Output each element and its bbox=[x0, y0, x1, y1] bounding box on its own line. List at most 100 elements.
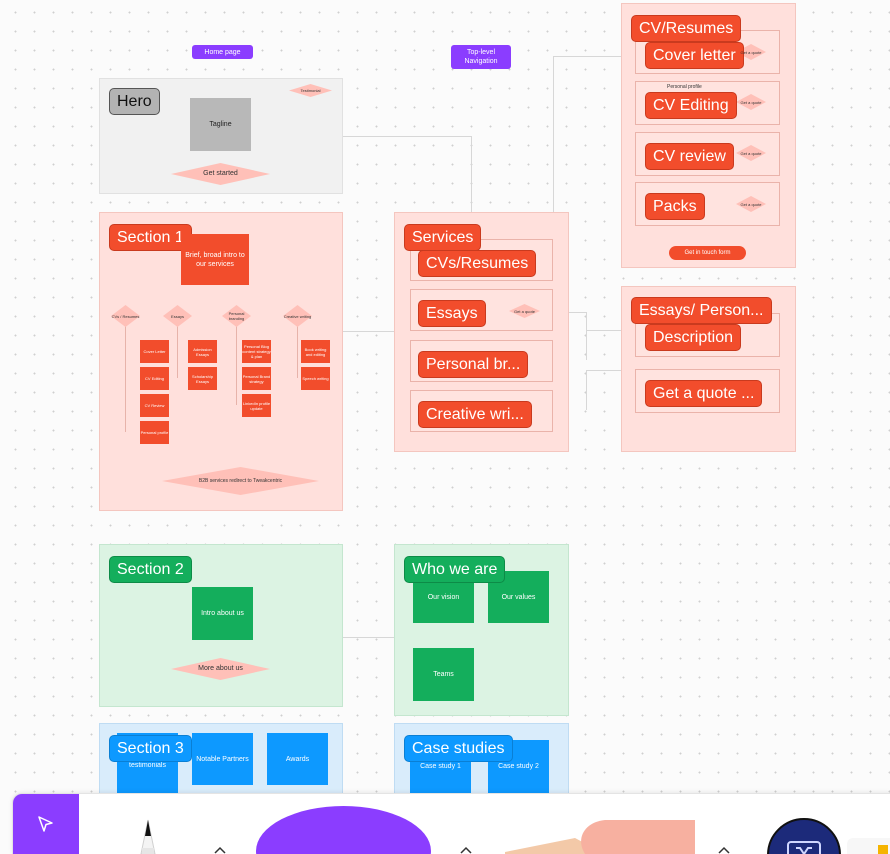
our-vision-text: Our vision bbox=[427, 593, 460, 601]
linkedin-profile-sticky[interactable]: LinkedIn profile update bbox=[242, 394, 271, 417]
services-item-creative[interactable]: Creative wri... bbox=[418, 401, 532, 428]
who-we-are-label[interactable]: Who we are bbox=[404, 556, 506, 583]
bottom-toolbar[interactable] bbox=[12, 793, 890, 854]
shape-chevron-icon[interactable] bbox=[459, 842, 473, 854]
tree-line bbox=[297, 325, 298, 378]
sticky-note-tool-button[interactable] bbox=[505, 818, 697, 854]
linkedin-profile-text: LinkedIn profile update bbox=[242, 400, 271, 411]
tree-line bbox=[236, 325, 237, 405]
cv-item-cover-letter[interactable]: Cover letter bbox=[645, 42, 744, 69]
personal-branding-diamond-text: Personal branding bbox=[228, 311, 245, 321]
notable-partners-sticky[interactable]: Notable Partners bbox=[192, 733, 253, 785]
testimonial-diamond-text: Testimonial bbox=[300, 88, 321, 93]
essays-quote-diamond[interactable]: Get a quote bbox=[509, 304, 540, 318]
awards-sticky[interactable]: Awards bbox=[267, 733, 328, 785]
section-1-label[interactable]: Section 1 bbox=[109, 224, 192, 251]
get-in-touch-form-button[interactable]: Get in touch form bbox=[669, 246, 746, 260]
pen-icon bbox=[140, 819, 156, 854]
tree-line bbox=[177, 325, 178, 378]
move-tool-button[interactable] bbox=[13, 794, 79, 854]
home-page-label: Home page bbox=[204, 48, 241, 56]
section-3-label[interactable]: Section 3 bbox=[109, 735, 192, 762]
pen-tool-button[interactable] bbox=[123, 814, 173, 854]
personal-blog-sticky[interactable]: Personal Blog content strategy & plan bbox=[242, 340, 271, 363]
personal-brand-strategy-text: Personal Brand strategy bbox=[242, 373, 271, 384]
widget-tool-button[interactable] bbox=[767, 818, 841, 854]
scholarship-essays-sticky[interactable]: Scholarship Essays bbox=[188, 367, 217, 390]
connector-line bbox=[553, 56, 621, 57]
essays-item-description[interactable]: Description bbox=[645, 324, 742, 351]
cover-letter-quote-diamond[interactable]: Get a quote bbox=[736, 44, 766, 60]
section-1-intro-sticky[interactable]: Brief, broad intro to our services bbox=[181, 234, 249, 285]
cv-editing-quote-diamond[interactable]: Get a quote bbox=[736, 94, 766, 110]
more-about-us-diamond[interactable]: More about us bbox=[171, 658, 270, 680]
services-item-essays[interactable]: Essays bbox=[418, 300, 486, 327]
intro-about-us-sticky[interactable]: Intro about us bbox=[192, 587, 253, 640]
get-started-text: Get started bbox=[203, 170, 238, 177]
section-2-label[interactable]: Section 2 bbox=[109, 556, 192, 583]
book-writing-sticky[interactable]: Book writing and editing bbox=[301, 340, 330, 363]
cursor-icon bbox=[38, 816, 53, 832]
connector-line bbox=[553, 56, 554, 212]
sticky-chevron-icon[interactable] bbox=[717, 842, 731, 854]
our-values-text: Our values bbox=[501, 593, 536, 601]
services-label[interactable]: Services bbox=[404, 224, 482, 251]
essays-item-get-a-quote[interactable]: Get a quote ... bbox=[645, 380, 763, 407]
connector-line bbox=[343, 637, 394, 638]
cover-letter-sticky[interactable]: Cover Letter bbox=[140, 340, 169, 363]
essays-diamond-text: Essays bbox=[171, 313, 184, 319]
packs-quote-text: Get a quote bbox=[740, 201, 762, 207]
b2b-diamond[interactable]: B2B services redirect to Tweakcentric bbox=[162, 467, 319, 495]
connector-line bbox=[586, 370, 587, 410]
cv-review-sticky[interactable]: CV Review bbox=[140, 394, 169, 417]
packs-quote-diamond[interactable]: Get a quote bbox=[736, 196, 766, 212]
pen-chevron-icon[interactable] bbox=[213, 842, 227, 854]
personal-blog-text: Personal Blog content strategy & plan bbox=[242, 344, 271, 359]
cv-resumes-label[interactable]: CV/Resumes bbox=[631, 15, 742, 42]
home-page-pill[interactable]: Home page bbox=[192, 45, 253, 59]
more-about-us-text: More about us bbox=[198, 665, 243, 672]
connector-line bbox=[586, 370, 621, 371]
get-started-diamond[interactable]: Get started bbox=[171, 163, 270, 185]
extra-tool-icon[interactable] bbox=[847, 838, 890, 854]
services-item-personal[interactable]: Personal br... bbox=[418, 351, 529, 378]
personal-profile-sticky[interactable]: Personal profile bbox=[140, 421, 169, 444]
case-study-1-text: Case study 1 bbox=[420, 763, 461, 770]
personal-profile-note: Personal profile bbox=[667, 84, 702, 90]
case-studies-label[interactable]: Case studies bbox=[404, 735, 513, 762]
cv-item-review[interactable]: CV review bbox=[645, 143, 734, 170]
get-in-touch-form-text: Get in touch form bbox=[684, 250, 731, 256]
cv-review-quote-diamond[interactable]: Get a quote bbox=[736, 145, 766, 161]
connector-line bbox=[343, 136, 471, 137]
admission-essays-sticky[interactable]: Admission Essays bbox=[188, 340, 217, 363]
connector-line bbox=[343, 331, 394, 332]
intro-about-us-text: Intro about us bbox=[201, 610, 244, 617]
book-writing-text: Book writing and editing bbox=[304, 346, 327, 357]
cvs-resumes-diamond[interactable]: CVs / Resumes bbox=[111, 305, 140, 327]
tagline-sticky[interactable]: Tagline bbox=[190, 98, 251, 151]
creative-writing-diamond-text: Creative writing bbox=[283, 313, 312, 319]
essays-diamond[interactable]: Essays bbox=[163, 305, 192, 327]
creative-writing-diamond[interactable]: Creative writing bbox=[283, 305, 312, 327]
cover-letter-text: Cover Letter bbox=[143, 349, 166, 354]
shape-tool-button[interactable] bbox=[256, 806, 431, 854]
speech-writing-text: Speech writing bbox=[302, 376, 329, 381]
cv-editing-sticky[interactable]: CV Editing bbox=[140, 367, 169, 390]
awards-text: Awards bbox=[285, 755, 310, 763]
admission-essays-text: Admission Essays bbox=[193, 346, 212, 357]
testimonial-diamond[interactable]: Testimonial bbox=[289, 84, 332, 97]
speech-writing-sticky[interactable]: Speech writing bbox=[301, 367, 330, 390]
cv-editing-quote-text: Get a quote bbox=[740, 99, 762, 105]
top-level-navigation-pill[interactable]: Top-level Navigation bbox=[451, 45, 511, 69]
personal-branding-diamond[interactable]: Personal branding bbox=[222, 305, 251, 327]
personal-brand-strategy-sticky[interactable]: Personal Brand strategy bbox=[242, 367, 271, 390]
hero-label[interactable]: Hero bbox=[109, 88, 160, 115]
cv-item-editing[interactable]: CV Editing bbox=[645, 92, 737, 119]
services-item-cvs[interactable]: CVs/Resumes bbox=[418, 250, 537, 277]
scholarship-essays-text: Scholarship Essays bbox=[192, 373, 213, 384]
teams-sticky[interactable]: Teams bbox=[413, 648, 474, 701]
essays-personal-label[interactable]: Essays/ Person... bbox=[631, 297, 772, 324]
cover-letter-quote-text: Get a quote bbox=[740, 49, 762, 55]
connector-line bbox=[553, 312, 586, 313]
cv-item-packs[interactable]: Packs bbox=[645, 193, 705, 220]
